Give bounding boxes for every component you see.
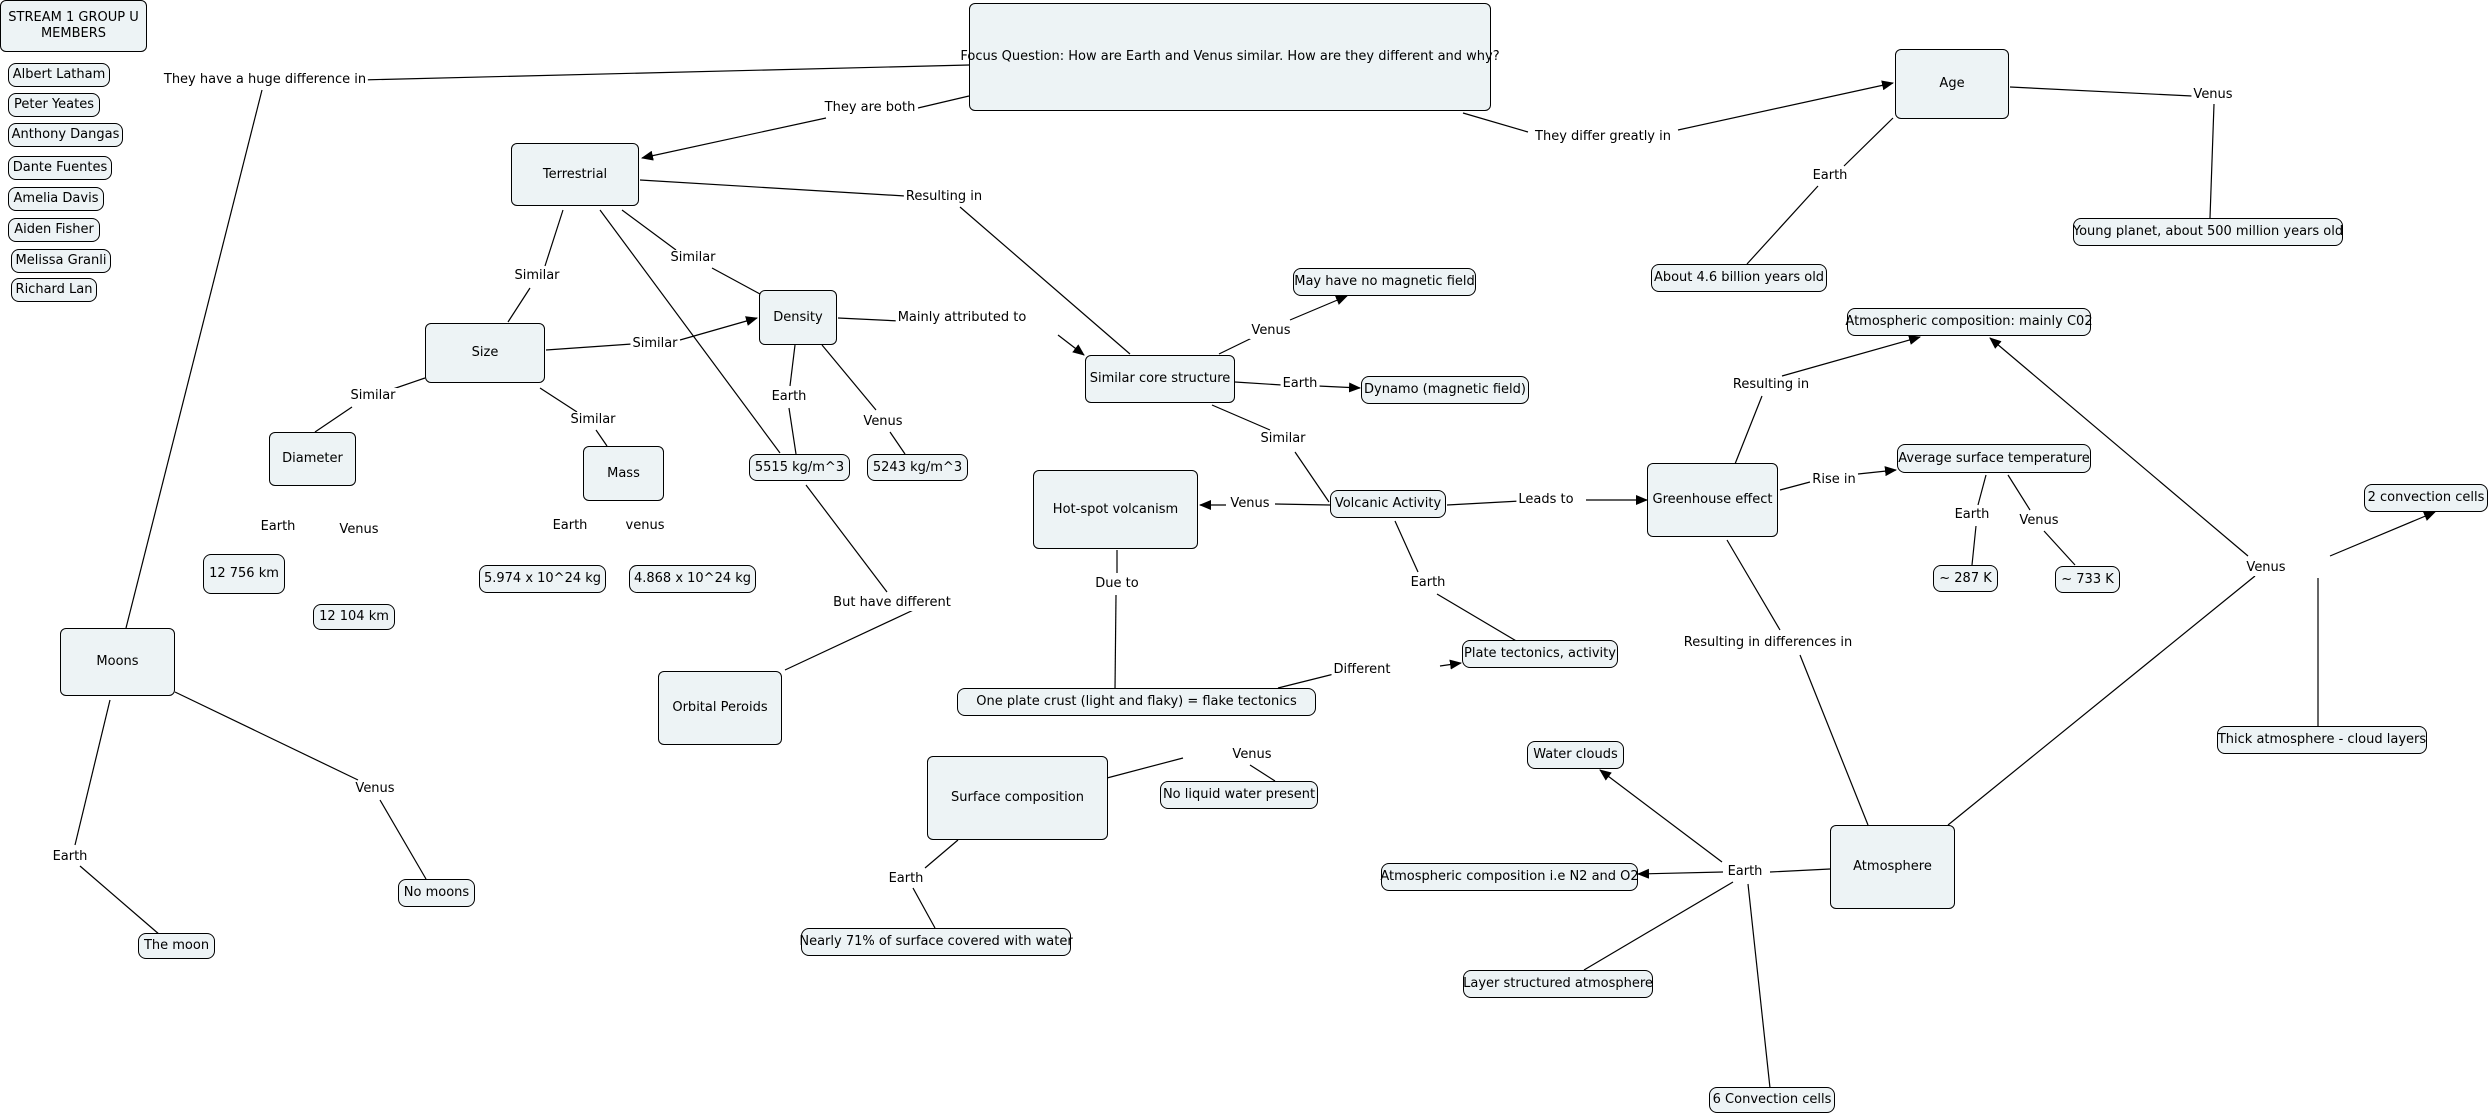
water-71-node[interactable]: Nearly 71% of surface covered with water: [799, 928, 1073, 956]
two-convection-cells-node[interactable]: 2 convection cells: [2364, 484, 2488, 512]
link-venus-volcanism: Venus: [1228, 496, 1272, 512]
link-rise-in: Rise in: [1810, 472, 1858, 488]
density-node[interactable]: Density: [759, 290, 837, 345]
focus-question[interactable]: Focus Question: How are Earth and Venus …: [960, 3, 1500, 111]
no-magnetic-field-node[interactable]: May have no magnetic field: [1293, 268, 1476, 296]
member-item[interactable]: Anthony Dangas: [8, 123, 123, 147]
member-item[interactable]: Richard Lan: [11, 278, 97, 302]
group-title: STREAM 1 GROUP U MEMBERS: [0, 0, 147, 52]
link-venus-diameter: Venus: [337, 522, 381, 538]
member-item[interactable]: Dante Fuentes: [8, 156, 112, 180]
link-different: Different: [1331, 662, 1393, 678]
terrestrial-node[interactable]: Terrestrial: [511, 143, 639, 206]
the-moon-node[interactable]: The moon: [138, 933, 215, 959]
dynamo-node[interactable]: Dynamo (magnetic field): [1361, 376, 1529, 404]
link-earth-core: Earth: [1280, 376, 1320, 392]
size-node[interactable]: Size: [425, 323, 545, 383]
link-venus-age: Venus: [2191, 87, 2235, 103]
diameter-node[interactable]: Diameter: [269, 432, 356, 486]
link-earth-moons: Earth: [50, 849, 90, 865]
no-liquid-water-node[interactable]: No liquid water present: [1160, 781, 1318, 809]
one-plate-crust-node[interactable]: One plate crust (light and flaky) = flak…: [957, 688, 1316, 716]
link-differ-greatly: They differ greatly in: [1533, 129, 1673, 145]
member-item[interactable]: Amelia Davis: [8, 187, 104, 211]
link-huge-difference: They have a huge difference in: [161, 72, 369, 88]
orbital-periods-node[interactable]: Orbital Peroids: [658, 671, 782, 745]
member-item[interactable]: Aiden Fisher: [8, 218, 100, 242]
link-venus-surface: Venus: [1230, 747, 1274, 763]
link-similar-core-volcanic: Similar: [1258, 431, 1308, 447]
surface-composition-node[interactable]: Surface composition: [927, 756, 1108, 840]
link-earth-age: Earth: [1810, 168, 1850, 184]
member-item[interactable]: Peter Yeates: [8, 93, 100, 117]
mass-node[interactable]: Mass: [583, 446, 664, 501]
no-moons-node[interactable]: No moons: [398, 879, 475, 907]
venus-age-node[interactable]: Young planet, about 500 million years ol…: [2073, 218, 2343, 246]
link-earth-volcanic: Earth: [1408, 575, 1448, 591]
diameter-venus-node[interactable]: 12 104 km: [313, 604, 395, 630]
link-venus-moons: Venus: [353, 781, 397, 797]
volcanic-activity-node[interactable]: Volcanic Activity: [1330, 490, 1446, 518]
link-due-to: Due to: [1093, 576, 1141, 592]
link-similar-size: Similar: [512, 268, 562, 284]
plate-tectonics-node[interactable]: Plate tectonics, activity: [1462, 640, 1618, 668]
link-similar-diameter: Similar: [348, 388, 398, 404]
greenhouse-node[interactable]: Greenhouse effect: [1647, 463, 1778, 537]
six-convection-cells-node[interactable]: 6 Convection cells: [1709, 1087, 1835, 1113]
link-earth-density: Earth: [769, 389, 809, 405]
link-similar-size-density: Similar: [630, 336, 680, 352]
link-mainly-attributed: Mainly attributed to: [895, 310, 1029, 326]
member-item[interactable]: Albert Latham: [8, 63, 110, 87]
density-venus-node[interactable]: 5243 kg/m^3: [867, 454, 968, 481]
age-node[interactable]: Age: [1895, 49, 2009, 119]
mass-venus-node[interactable]: 4.868 x 10^24 kg: [629, 565, 756, 593]
link-resulting-in-co2: Resulting in: [1730, 377, 1812, 393]
link-earth-mass: Earth: [550, 518, 590, 534]
member-item[interactable]: Melissa Granli: [11, 249, 111, 273]
link-they-are-both: They are both: [822, 100, 918, 116]
water-clouds-node[interactable]: Water clouds: [1527, 741, 1624, 769]
density-earth-node[interactable]: 5515 kg/m^3: [749, 454, 850, 481]
link-earth-surface: Earth: [886, 871, 926, 887]
link-but-have-different: But have different: [831, 595, 953, 611]
mass-earth-node[interactable]: 5.974 x 10^24 kg: [479, 565, 606, 593]
temp-venus-node[interactable]: ~ 733 K: [2055, 566, 2120, 593]
thick-atmosphere-node[interactable]: Thick atmosphere - cloud layers: [2217, 726, 2427, 754]
diameter-earth-node[interactable]: 12 756 km: [203, 554, 285, 594]
link-leads-to: Leads to: [1516, 492, 1576, 508]
layered-atmosphere-node[interactable]: Layer structured atmosphere: [1463, 970, 1653, 998]
atmos-co2-node[interactable]: Atmospheric composition: mainly C02: [1845, 308, 2093, 336]
link-resulting-in-differences: Resulting in differences in: [1681, 635, 1855, 651]
link-earth-temp: Earth: [1952, 507, 1992, 523]
atmos-n2-o2-node[interactable]: Atmospheric composition i.e N2 and O2: [1380, 863, 1639, 891]
similar-core-node[interactable]: Similar core structure: [1085, 355, 1235, 403]
link-similar-mass: Similar: [568, 412, 618, 428]
link-venus-density: Venus: [861, 414, 905, 430]
earth-age-node[interactable]: About 4.6 billion years old: [1651, 264, 1827, 292]
link-venus-temp: Venus: [2017, 513, 2061, 529]
hotspot-volcanism-node[interactable]: Hot-spot volcanism: [1033, 470, 1198, 549]
temp-earth-node[interactable]: ~ 287 K: [1933, 565, 1998, 592]
moons-node[interactable]: Moons: [60, 628, 175, 696]
link-venus-mass: venus: [623, 518, 667, 534]
link-venus-atmosphere: Venus: [2244, 560, 2288, 576]
link-resulting-in: Resulting in: [903, 189, 985, 205]
link-similar-density: Similar: [668, 250, 718, 266]
avg-temp-node[interactable]: Average surface temperature: [1897, 444, 2091, 473]
link-earth-atmosphere: Earth: [1725, 864, 1765, 880]
link-earth-diameter: Earth: [258, 519, 298, 535]
atmosphere-node[interactable]: Atmosphere: [1830, 825, 1955, 909]
link-venus-core: Venus: [1249, 323, 1293, 339]
